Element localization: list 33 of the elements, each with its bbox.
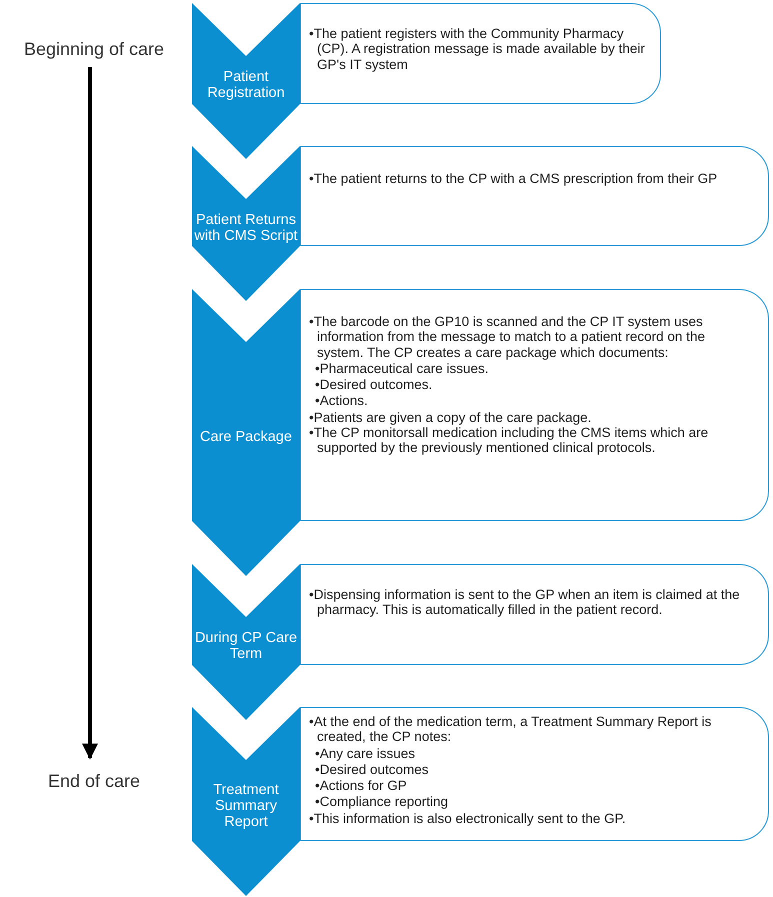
bullet-text: •At the end of the medication term, a Treatment Summary Report is created, the CP notes: — [309, 714, 712, 744]
chevron-step — [192, 3, 300, 159]
step-label: During CP Care Term — [194, 631, 298, 663]
chevron-step — [192, 564, 300, 720]
step-label: Patient Registration — [206, 70, 286, 102]
description-box — [300, 289, 769, 521]
bullet-text: •Actions for GP — [315, 778, 408, 794]
timeline-label: End of care — [20, 770, 168, 792]
description-box — [300, 707, 769, 841]
bullet-text: •Patients are given a copy of the care package. — [309, 410, 592, 425]
description-box — [300, 146, 769, 246]
bullet-text: •This information is also electronically sent to the GP. — [309, 810, 627, 826]
description-box — [300, 564, 769, 665]
bullet-text: •Any care issues — [315, 746, 416, 761]
chevron-step — [192, 146, 300, 301]
step-label: Patient Returns with CMS Script — [193, 213, 299, 245]
bullet-text: •The patient registers with the Community Pharmacy (CP). A registration message is made available by their GP's IT system — [309, 26, 646, 72]
bullet-text: •Actions. — [315, 393, 369, 408]
bullet-text: •Desired outcomes. — [315, 377, 434, 392]
bullet-text: •Dispensing information is sent to the GP when an item is claimed at the pharmacy. This is automatically filled in the patient record. — [309, 587, 741, 618]
bullet-text: •Desired outcomes — [315, 762, 430, 777]
chevron-step — [192, 707, 300, 896]
timeline-arrow — [82, 67, 98, 760]
bullet-text: •The barcode on the GP10 is scanned and the CP IT system uses information from the message to match to a patient record on the system. The CP creates a care package which documents: — [309, 314, 706, 360]
step-label: Care Package — [199, 430, 293, 446]
bullet-text: •Pharmaceutical care issues. — [315, 360, 490, 376]
description-box — [300, 3, 661, 104]
step-label: Treatment Summary Report — [212, 783, 280, 831]
bullet-text: •The CP monitorsall medication including the CMS items which are supported by the previously mentioned clinical protocols. — [309, 424, 710, 456]
bullet-text: •Compliance reporting — [315, 794, 450, 810]
chevron-step — [192, 289, 300, 576]
bullet-text: •The patient returns to the CP with a CMS prescription from their GP — [309, 171, 718, 186]
timeline-label: Beginning of care — [20, 38, 168, 60]
